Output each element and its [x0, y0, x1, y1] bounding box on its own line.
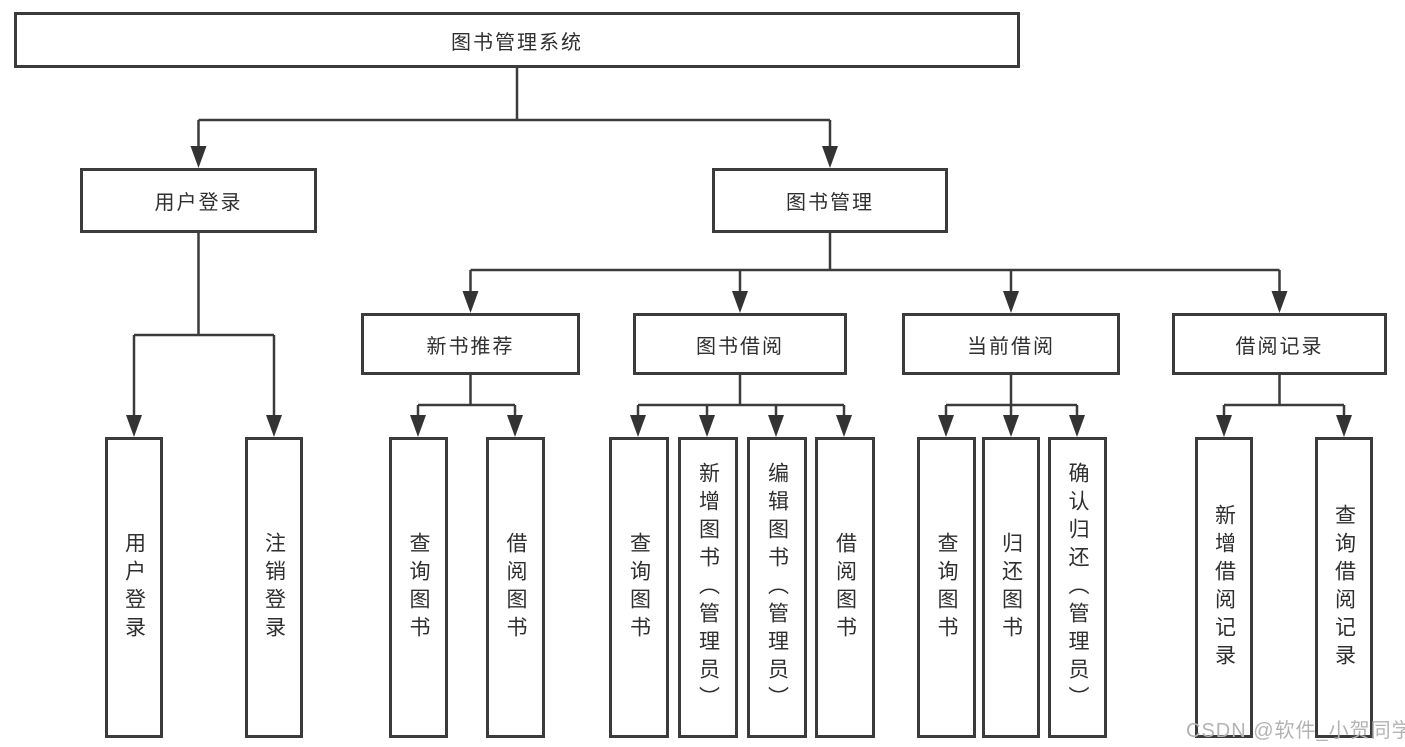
leaf-add-record: 新增借阅记录 [1195, 437, 1253, 738]
leaf-logout-label: 注销登录 [262, 531, 286, 644]
node-root: 图书管理系统 [14, 12, 1020, 68]
node-user-login-label: 用户登录 [154, 192, 243, 214]
leaf-newbook-query: 查询图书 [389, 437, 448, 738]
leaf-borrow-book-label: 借阅图书 [833, 531, 857, 644]
node-user-login: 用户登录 [80, 168, 317, 233]
leaf-borrow-query: 查询图书 [609, 437, 669, 738]
node-new-book-recommend: 新书推荐 [361, 313, 580, 375]
leaf-newbook-borrow: 借阅图书 [486, 437, 545, 738]
leaf-newbook-borrow-label: 借阅图书 [504, 531, 527, 644]
node-book-management-label: 图书管理 [786, 192, 874, 214]
leaf-borrow-add-admin-label: 新增图书（管理员） [696, 461, 720, 714]
leaf-query-record: 查询借阅记录 [1315, 437, 1373, 738]
leaf-user-login: 用户登录 [105, 437, 163, 738]
csdn-watermark: CSDN @软件_小贺同学 [1186, 720, 1405, 742]
leaf-newbook-query-label: 查询图书 [407, 531, 430, 644]
leaf-return-book-label: 归还图书 [999, 531, 1023, 644]
node-current-borrow-label: 当前借阅 [967, 335, 1055, 358]
leaf-borrow-add-admin: 新增图书（管理员） [678, 437, 738, 738]
leaf-add-record-label: 新增借阅记录 [1212, 503, 1236, 672]
leaf-user-login-label: 用户登录 [122, 531, 146, 644]
leaf-logout: 注销登录 [245, 437, 303, 738]
leaf-borrow-query-label: 查询图书 [627, 531, 651, 644]
leaf-current-query: 查询图书 [917, 437, 976, 738]
leaf-confirm-return-admin: 确认归还（管理员） [1048, 437, 1107, 738]
leaf-query-record-label: 查询借阅记录 [1332, 503, 1356, 672]
leaf-borrow-book: 借阅图书 [815, 437, 875, 738]
node-current-borrow: 当前借阅 [902, 313, 1120, 375]
leaf-borrow-edit-admin-label: 编辑图书（管理员） [765, 461, 789, 714]
node-book-management: 图书管理 [712, 168, 948, 233]
node-new-book-recommend-label: 新书推荐 [426, 335, 515, 358]
node-borrow-record: 借阅记录 [1172, 313, 1387, 375]
leaf-current-query-label: 查询图书 [935, 531, 958, 644]
node-book-borrow: 图书借阅 [633, 313, 847, 375]
node-root-label: 图书管理系统 [451, 31, 583, 54]
node-book-borrow-label: 图书借阅 [696, 335, 784, 358]
node-borrow-record-label: 借阅记录 [1235, 335, 1324, 358]
leaf-borrow-edit-admin: 编辑图书（管理员） [747, 437, 807, 738]
leaf-confirm-return-admin-label: 确认归还（管理员） [1066, 461, 1089, 714]
leaf-return-book: 归还图书 [982, 437, 1040, 738]
